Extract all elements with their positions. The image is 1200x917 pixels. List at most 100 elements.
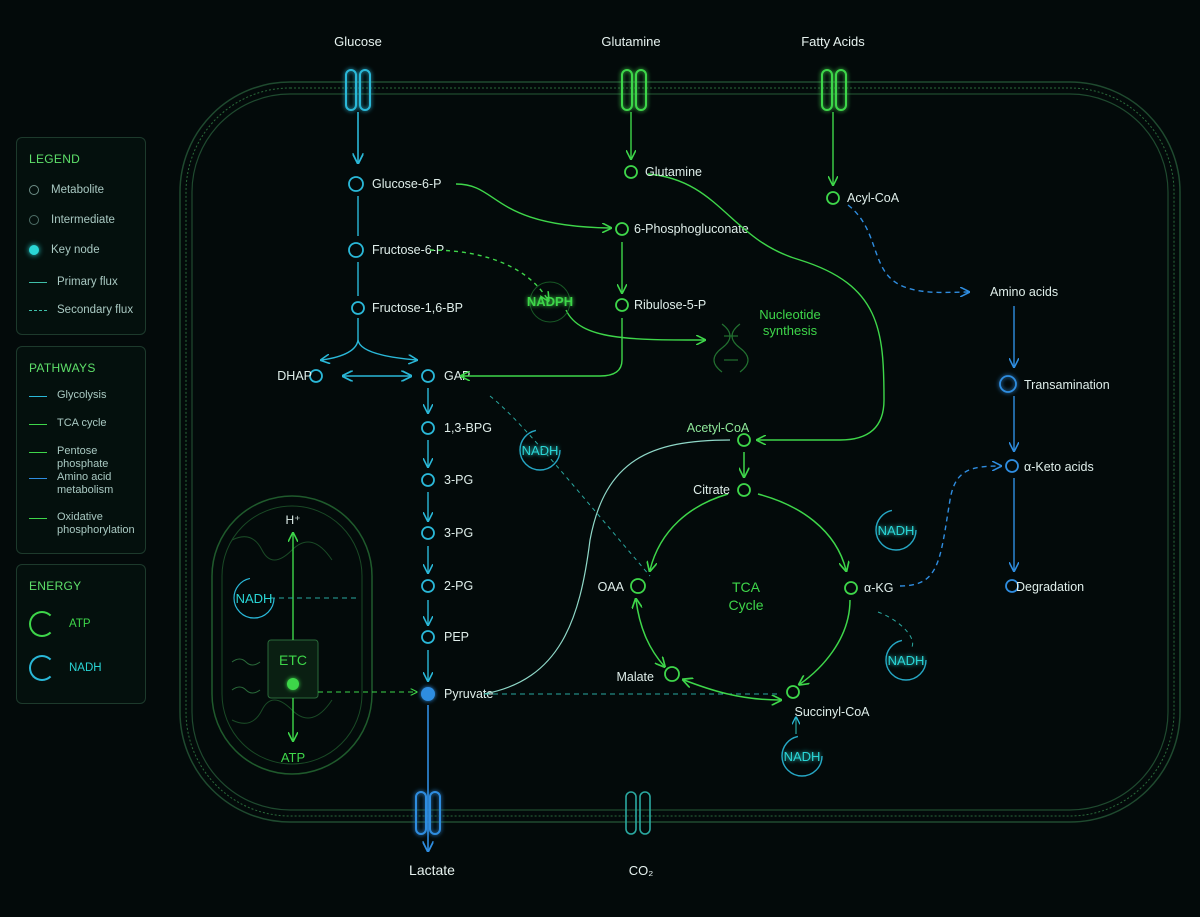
legend-title: LEGEND (29, 152, 81, 166)
metabolite-icon (29, 185, 39, 195)
pathway-label: Amino acid metabolism (57, 471, 114, 496)
pathway-label: Oxidative phosphorylation (57, 511, 135, 536)
etc-core (287, 678, 299, 690)
node-ribulose-5-p (615, 298, 629, 312)
glycolysis-pathway (322, 112, 428, 850)
nadh-badges: NADH NADH NADH NADH (519, 429, 927, 777)
mito-nadh-label: NADH (236, 591, 273, 606)
tca-center-line2: Cycle (728, 597, 763, 613)
nadh-badge-akg: NADH (878, 523, 915, 538)
node-3-pg-a (421, 473, 435, 487)
co2-transporter (625, 791, 651, 835)
energy-atp: ATP (21, 611, 91, 637)
fructose-6-p-label: Fructose-6-P (372, 243, 444, 257)
amino-acids-label: Amino acids (990, 285, 1058, 299)
primary-flux-icon (29, 281, 47, 283)
nadh-badge-glycolysis: NADH (522, 443, 559, 458)
keto-acids-label: α-Keto acids (1024, 460, 1094, 474)
13-bpg-label: 1,3-BPG (444, 421, 492, 435)
cell-membrane (179, 81, 1181, 823)
glucose-label: Glucose (334, 34, 382, 49)
node-fructose-16-bp (351, 301, 365, 315)
dna-icon (713, 323, 749, 373)
etc-label: ETC (279, 652, 307, 668)
pathway-amino-acid-metabolism: Amino acid metabolism (29, 471, 149, 497)
lactate-label: Lactate (409, 862, 455, 878)
tca-center-line1: TCA (732, 579, 761, 595)
proton-label: H⁺ (286, 513, 301, 527)
pathways-title: PATHWAYS (29, 361, 96, 375)
nadph-label: NADPH (527, 294, 573, 309)
node-pyruvate (421, 687, 435, 701)
pathway-label: Glycolysis (57, 389, 107, 401)
pathway-pentose-phosphate: Pentose phosphate (29, 445, 149, 471)
pathway-swatch (29, 452, 47, 453)
pathway-label: TCA cycle (57, 417, 107, 429)
2-pg-label: 2-PG (444, 579, 473, 593)
akg-label: α-KG (864, 581, 893, 595)
mitochondrion (211, 495, 416, 775)
nadh-badge-succinyl: NADH (888, 653, 925, 668)
node-acetyl-coa (737, 433, 751, 447)
node-succinyl-coa (786, 685, 800, 699)
acyl-coa-label: Acyl-CoA (847, 191, 900, 205)
pathway-label: Pentose phosphate (57, 445, 109, 470)
energy-panel: ENERGY ATP NADH (16, 564, 146, 704)
node-fructose-6-p (348, 242, 364, 258)
node-pep (421, 630, 435, 644)
energy-nadh: NADH (21, 655, 102, 681)
lactate-transporter (415, 791, 441, 835)
node-13-bpg (421, 421, 435, 435)
pathway-swatch (29, 396, 47, 397)
glutamine-pathway (631, 112, 1014, 587)
node-glucose-6-p (348, 176, 364, 192)
nadh-icon (29, 655, 55, 681)
node-glutamine (624, 165, 638, 179)
glutamine-label: Glutamine (645, 165, 702, 179)
gap-nadh-flux (489, 395, 651, 577)
legend-secondary-flux: Secondary flux (29, 304, 133, 316)
pathway-swatch (29, 478, 47, 479)
3-pg-a-label: 3-PG (444, 473, 473, 487)
acetyl-coa-label: Acetyl-CoA (687, 421, 750, 435)
pep-label: PEP (444, 630, 469, 644)
glutamine-transporter (621, 69, 647, 111)
pyruvate-to-acetylcoa-flux (483, 439, 731, 695)
dhap-label: DHAP (277, 369, 312, 383)
glucose-transporter (345, 69, 371, 111)
pathway-tca-cycle: TCA cycle (29, 417, 149, 430)
pathway-swatch (29, 424, 47, 425)
node-transamination (999, 375, 1017, 393)
degradation-label: Degradation (1016, 580, 1084, 594)
legend-intermediate: Intermediate (29, 214, 115, 226)
node-3-pg-b (421, 526, 435, 540)
node-2-pg (421, 579, 435, 593)
node-gap (421, 369, 435, 383)
node-akg (844, 581, 858, 595)
glutamine-input-label: Glutamine (601, 34, 660, 49)
key-node-icon (29, 245, 39, 255)
pathway-oxidative-phosphorylation: Oxidative phosphorylation (29, 511, 149, 537)
co2-label: CO₂ (629, 863, 654, 878)
intermediate-icon (29, 215, 39, 225)
pathway-glycolysis: Glycolysis (29, 389, 149, 402)
node-dhap (309, 369, 323, 383)
legend-metabolite: Metabolite (29, 184, 104, 196)
node-keto-acids (1005, 459, 1019, 473)
legend-key-node: Key node (29, 244, 100, 256)
succinyl-coa-label: Succinyl-CoA (794, 705, 870, 719)
node-acyl-coa (826, 191, 840, 205)
pathway-swatch (29, 518, 47, 519)
fatty-acid-transporter (821, 69, 847, 111)
3-pg-b-label: 3-PG (444, 526, 473, 540)
transamination-label: Transamination (1024, 378, 1110, 392)
mito-atp-label: ATP (281, 750, 305, 765)
legend-panel: LEGEND Metabolite Intermediate Key node … (16, 137, 146, 335)
ribulose-5-p-label: Ribulose-5-P (634, 298, 706, 312)
node-oaa (630, 578, 646, 594)
6-phosphogluconate-label: 6-Phosphogluconate (634, 222, 749, 236)
